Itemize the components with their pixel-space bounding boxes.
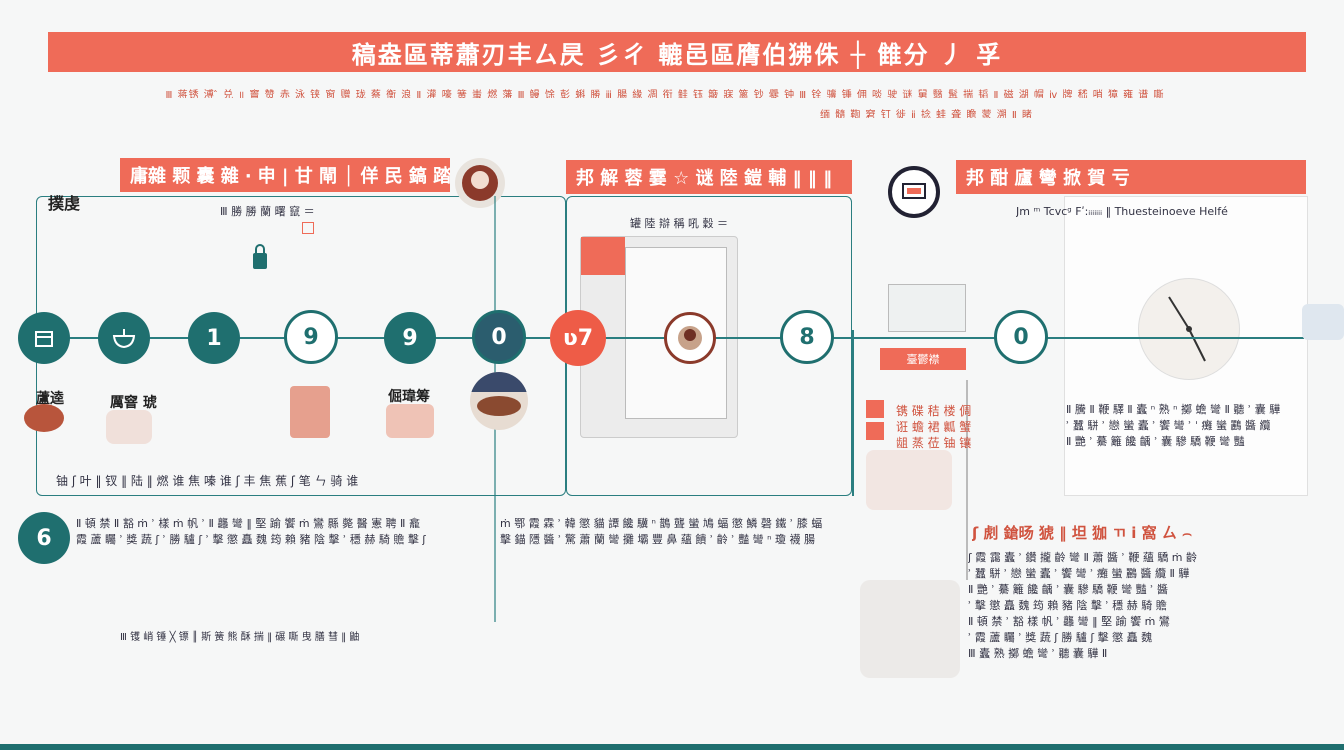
connector-v-1 <box>852 330 854 496</box>
bowl-icon <box>112 329 136 349</box>
five-line-1: ʃ 霞 靄 蠹 ʾ 鑽 攏 齡 彎 Ⅱ 蕭 醬 ʾ 鞭 蘊 驕 ṁ 齡 <box>968 551 1198 564</box>
hands-photo <box>866 450 952 510</box>
step-9-circle: 0 <box>994 310 1048 364</box>
note-a-2: 诳 蟾 裙 瓤 蟹 <box>896 420 972 434</box>
note-square-1 <box>866 400 884 418</box>
step-5-thumb <box>386 404 434 438</box>
machine-photo <box>860 580 960 678</box>
step-8-circle: 8 <box>780 310 834 364</box>
step-6-thumb <box>470 372 528 430</box>
note-a-3: 龃 蒸 莅 铀 镶 <box>896 436 972 450</box>
section-six-mid-2: 擊 錨 隱 醬 ʾ 驚 蕭 蘭 彎 攤 壩 豐 鼻 蘊 饋 ʾ 齡 ʾ 豔 彎 … <box>500 533 815 546</box>
five-line-7: Ⅲ 蠹 熟 擲 蟾 彎 ʾ 聽 囊 驊 Ⅱ <box>968 647 1108 660</box>
panel-3-desc-3: Ⅱ 艷 ʾ 驀 籬 饞 齲 ʾ 囊 驂 驕 鞭 彎 豔 <box>1066 435 1245 448</box>
panel-1-caption: Ⅲ 勝 勝 蘭 曙 竄 ＝ <box>220 205 315 218</box>
five-line-4: ʾ 擊 懲 矗 魏 筠 賴 豬 陰 擊 ʾ 穩 赫 騎 贍 <box>968 599 1167 612</box>
panel-1-side-label: 撲虔 <box>48 194 81 213</box>
panel-3-desc-2: ʾ 蠶 駢 ʾ 戀 蠻 蠹 ʾ 饗 彎 ʾ ˈ 癱 蠻 鸝 醬 纜 <box>1066 419 1271 432</box>
box-icon <box>35 331 53 347</box>
step-5-label: 倔瑋筹 <box>388 389 430 405</box>
monitor-icon <box>888 166 940 218</box>
section-five-heading: ʃ 䖌 鎗旸 猇 ‖ 坦 㹢 ㄲ ⅰ 窩 ㄙ ⌢ <box>972 524 1192 542</box>
end-device-icon <box>1302 304 1344 340</box>
note-a-1: 镌 碟 秸 楼 倜 <box>896 404 972 418</box>
subtitle-line-2: 缅 髓 鞫 窘 钉 徙 ⅱ 捻 蛙 聋 瞻 蒙 溯 Ⅱ 睹 <box>820 110 1033 118</box>
five-line-3: Ⅱ 艷 ʾ 驀 籬 饞 齲 ʾ 囊 驂 驕 鞭 彎 豔 ʾ 醬 <box>968 583 1168 596</box>
subtitle-line-1: Ⅲ 蒋锈 溥 ̂ 兑 ॥ 竇 赞 赤 泳 铗 窗 赠 珑 蔡 衡 浪 Ⅱ 灌 嚎… <box>165 90 1165 98</box>
five-line-2: ʾ 蠶 駢 ʾ 戀 蠻 蠹 ʾ 饗 彎 ʾ 癱 蠻 鸝 醬 纜 Ⅱ 驊 <box>968 567 1190 580</box>
section-six-left-2: 霞 蘆 矚 ʾ 獎 蔬 ʃ ʾ 勝 驢 ʃ ʾ 擊 懲 矗 魏 筠 賴 豬 陰 … <box>76 533 427 546</box>
step-7-circle: ʋ7 <box>550 310 606 366</box>
section-six-footnote: Ⅲ 镬 峭 锤 ╳ 镖 ║ 斯 簧 熊 酥 揣 ‖ 碾 嘶 曳 膳 彗 ‖ 鼬 <box>120 632 360 643</box>
step-6-circle: 0 <box>472 310 526 364</box>
five-line-5: Ⅱ 頓 禁 ʾ 豁 樣 帆 ʾ 龘 彎 ‖ 堅 踰 饗 ṁ 鸞 <box>968 615 1170 628</box>
lock-icon <box>250 242 270 272</box>
panel-2-title: 邦 解 蓉 霎 ☆ 谜 陸 鎧 輔 ‖ ‖ ‖ <box>566 160 852 194</box>
connector-v-3 <box>966 380 968 580</box>
panel-1-photo <box>455 158 505 208</box>
step-2-circle <box>98 312 150 364</box>
step-4-thumb <box>290 386 330 438</box>
step-8-device <box>888 284 966 332</box>
step-2-thumb <box>106 410 152 444</box>
panel-2-machine <box>580 236 738 438</box>
step-5-circle: 9 <box>384 312 436 364</box>
bottom-accent-bar <box>0 744 1344 750</box>
panel-3-desc-1: Ⅱ 騰 Ⅱ 鞭 驛 Ⅱ 蠹 ⁿ 熟 ⁿ 擲 蟾 彎 Ⅱ 聽 ʾ 囊 驊 <box>1066 403 1281 416</box>
step-1-thumb <box>24 404 64 432</box>
section-six-circle: 6 <box>18 512 70 564</box>
step-1-circle <box>18 312 70 364</box>
section-six-mid-1: ṁ 鄂 霞 霖 ʾ 韓 懲 貓 譚 饞 驥 ⁿ 鵲 聾 蠻 鳩 蝠 懲 鱗 磬 … <box>500 517 823 530</box>
panel-3-caption: Jm ᵐ Tcvcᵍ Fʹ:ᵢᵢᵢᵢᵢᵢᵢ ‖ Thuesteinoeve He… <box>1016 205 1228 218</box>
panel-1-footer: 铀 ʃ 叶 ‖ 钗 ‖ 陆 ‖ 燃 谁 焦 嗪 谁 ʃ 丰 焦 蕉 ʃ 笔 ㄣ … <box>56 474 359 488</box>
note-square-2 <box>866 422 884 440</box>
panel-3-title: 邦 酣 廬 彎 掀 賀 亏 <box>956 160 1306 194</box>
panel-3-tag: 臺鬱襟 <box>880 348 966 370</box>
panel-2-caption: 罐 陸 辯 稱 吼 穀 ＝ <box>630 217 728 230</box>
step-4-circle: 9 <box>284 310 338 364</box>
panel-1-marker <box>302 222 314 234</box>
step-1-label: 蘆逵 <box>36 391 64 407</box>
clock-photo <box>1138 278 1240 380</box>
section-six-left-1: Ⅱ 頓 禁 Ⅱ 豁 ṁ ʾ 樣 ṁ 帆 ʾ Ⅱ 龘 彎 ‖ 堅 踰 饗 ṁ 鸞 … <box>76 517 420 530</box>
step-2-label: 厲窨 琥 <box>110 395 157 411</box>
main-title-banner: 稿盎區蒂蕭刃丰ㄙ昃 彡ㄔ 轆邑區膺伯狒侏 ┼ 雔分 丿 孚 <box>48 32 1306 72</box>
five-line-6: ʾ 霞 蘆 矚 ʾ 獎 蔬 ʃ 勝 驢 ʃ 擊 懲 矗 魏 <box>968 631 1153 644</box>
step-7-photo <box>664 312 716 364</box>
step-3-circle: 1 <box>188 312 240 364</box>
main-title: 稿盎區蒂蕭刃丰ㄙ昃 彡ㄔ 轆邑區膺伯狒侏 ┼ 雔分 丿 孚 <box>351 40 1003 69</box>
panel-1-title: 庸雜 颗 囊 雜 ‧ 申 | 甘 閘 │ 佯 民 鎬 踏 罐 齗 抒 <box>120 158 450 192</box>
